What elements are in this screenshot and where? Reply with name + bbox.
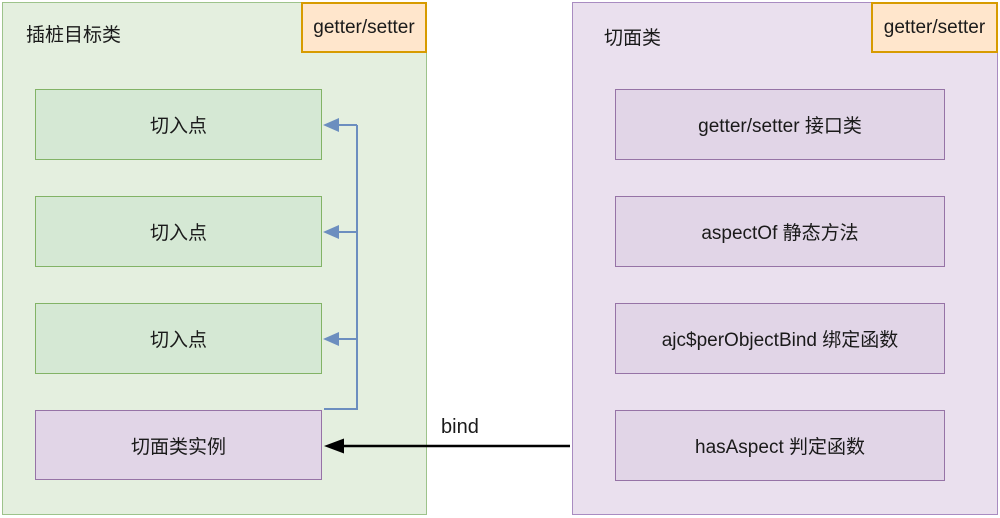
target-getter-setter-tag: getter/setter bbox=[301, 2, 427, 53]
aspect-getter-setter-tag: getter/setter bbox=[871, 2, 998, 53]
pointcut-box-1: 切入点 bbox=[35, 89, 322, 160]
pointcut-box-2: 切入点 bbox=[35, 196, 322, 267]
member-box-aspectof: aspectOf 静态方法 bbox=[615, 196, 945, 267]
member-box-perobjectbind: ajc$perObjectBind 绑定函数 bbox=[615, 303, 945, 374]
aspect-class-title: 切面类 bbox=[604, 28, 662, 49]
bind-arrow-label: bind bbox=[441, 416, 479, 438]
pointcut-box-3: 切入点 bbox=[35, 303, 322, 374]
target-class-title: 插桩目标类 bbox=[26, 25, 122, 46]
aspect-instance-box: 切面类实例 bbox=[35, 410, 322, 480]
member-box-interface: getter/setter 接口类 bbox=[615, 89, 945, 160]
member-box-hasaspect: hasAspect 判定函数 bbox=[615, 410, 945, 481]
